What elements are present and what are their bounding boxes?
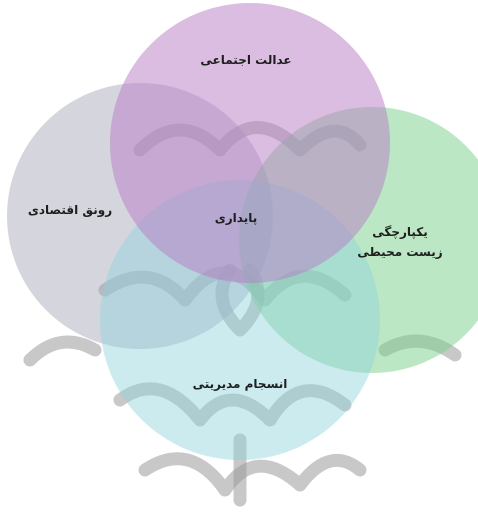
label-environment-line1: یکپارچگی: [372, 225, 428, 239]
circle-social: [110, 3, 390, 283]
label-center: پایداری: [215, 211, 257, 225]
label-environment-line2: زیست محیطی: [357, 245, 442, 259]
label-social: عدالت اجتماعی: [200, 53, 291, 67]
label-economic: رونق اقتصادی: [28, 203, 112, 218]
label-management: انسجام مدیریتی: [193, 377, 288, 392]
